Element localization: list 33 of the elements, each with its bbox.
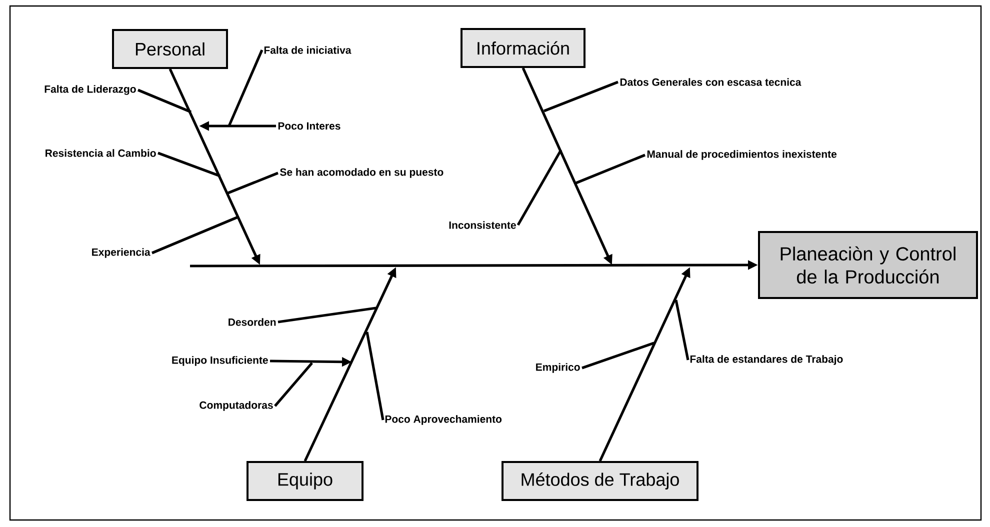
cause-label: Falta de Liderazgo bbox=[44, 85, 136, 95]
cause-label: Se han acomodado en su puesto bbox=[280, 168, 444, 178]
cause-label: Manual de procedimientos inexistente bbox=[647, 150, 837, 160]
leader-line bbox=[274, 362, 313, 407]
leader-line bbox=[158, 152, 220, 178]
leader-line bbox=[278, 306, 376, 324]
category-box: Equipo bbox=[246, 461, 364, 501]
cause-label: Empirico bbox=[536, 363, 580, 373]
cause-label: Poco Aprovechamiento bbox=[385, 415, 502, 425]
leader-line bbox=[576, 154, 646, 184]
cause-label: Computadoras bbox=[200, 401, 273, 411]
category-box: Información bbox=[460, 28, 586, 68]
cause-label: Inconsistente bbox=[449, 221, 516, 229]
leader-line bbox=[366, 332, 384, 420]
leader-line bbox=[674, 300, 690, 360]
leader-line bbox=[228, 49, 264, 127]
leader-line bbox=[152, 216, 239, 254]
leader-line bbox=[544, 80, 618, 112]
cause-label: Experiencia bbox=[92, 248, 150, 258]
leader-line bbox=[228, 172, 278, 194]
cause-label: Falta de iniciativa bbox=[264, 46, 352, 54]
leader-line bbox=[582, 342, 654, 370]
leader-line bbox=[138, 88, 192, 114]
cause-label: Equipo Insuficiente bbox=[172, 356, 268, 366]
cause-label: Resistencia al Cambio bbox=[46, 149, 156, 157]
cause-label: Poco Interes bbox=[278, 122, 340, 130]
category-box: Personal bbox=[112, 29, 228, 69]
effect-box: Planeaciòn y Control de la Producción bbox=[758, 231, 978, 299]
cause-label: Desorden bbox=[228, 318, 276, 326]
leader-line bbox=[516, 149, 562, 226]
category-box: Métodos de Trabajo bbox=[502, 461, 698, 501]
cause-label: Datos Generales con escasa tecnica bbox=[620, 78, 802, 86]
cause-label: Falta de estandares de Trabajo bbox=[690, 355, 843, 365]
